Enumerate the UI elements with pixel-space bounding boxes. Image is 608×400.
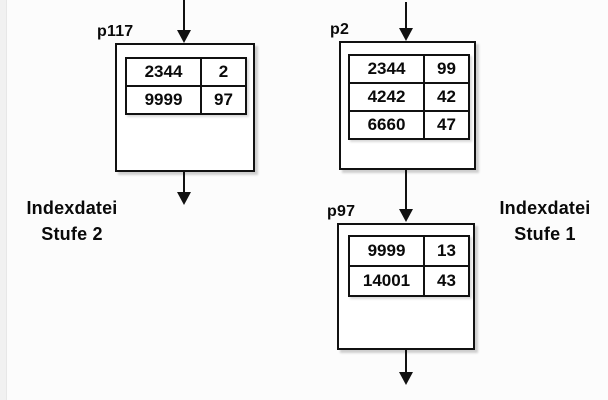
table-row: 2344 2 <box>125 57 247 87</box>
arrow-into-p117-icon <box>177 0 191 43</box>
table-cell-key: 2344 <box>125 57 202 87</box>
arrow-head <box>177 30 191 43</box>
table-cell-key: 9999 <box>348 235 425 267</box>
index-table-p117: 2344 2 9999 97 <box>125 57 247 115</box>
arrow-into-p2-icon <box>399 2 413 41</box>
arrow-head <box>177 192 191 205</box>
caption-indexdatei-stufe-1: Indexdatei Stufe 1 <box>486 195 604 247</box>
table-cell-key: 9999 <box>125 85 202 115</box>
caption-line-1: Indexdatei <box>26 198 118 218</box>
table-row: 9999 97 <box>125 85 247 115</box>
arrow-head <box>399 372 413 385</box>
arrow-head <box>399 28 413 41</box>
index-table-p97: 9999 13 14001 43 <box>348 235 470 297</box>
table-cell-key: 4242 <box>348 82 425 112</box>
table-cell-pointer: 99 <box>423 54 470 84</box>
table-cell-pointer: 47 <box>423 110 470 140</box>
node-label-p2: p2 <box>330 21 350 38</box>
page-edge-strip <box>0 0 7 400</box>
arrow-head <box>399 209 413 222</box>
table-row: 14001 43 <box>348 265 470 297</box>
table-row: 4242 42 <box>348 82 470 112</box>
table-row: 9999 13 <box>348 235 470 267</box>
arrow-shaft <box>183 0 185 34</box>
caption-indexdatei-stufe-2: Indexdatei Stufe 2 <box>8 195 136 247</box>
table-cell-pointer: 2 <box>200 57 247 87</box>
node-box-p2: 2344 99 4242 42 6660 47 <box>339 41 476 170</box>
table-cell-pointer: 43 <box>423 265 470 297</box>
table-cell-key: 6660 <box>348 110 425 140</box>
table-cell-pointer: 97 <box>200 85 247 115</box>
arrow-out-of-p97-icon <box>399 348 413 385</box>
index-table-p2: 2344 99 4242 42 6660 47 <box>348 54 470 140</box>
caption-line-2: Stufe 2 <box>41 224 103 244</box>
table-row: 6660 47 <box>348 110 470 140</box>
table-cell-pointer: 13 <box>423 235 470 267</box>
table-row: 2344 99 <box>348 54 470 84</box>
node-label-p97: p97 <box>327 203 356 220</box>
table-cell-pointer: 42 <box>423 82 470 112</box>
arrow-out-of-p117-icon <box>177 172 191 205</box>
table-cell-key: 2344 <box>348 54 425 84</box>
arrow-shaft <box>405 348 407 376</box>
arrow-shaft <box>405 2 407 32</box>
node-box-p117: 2344 2 9999 97 <box>115 43 255 172</box>
arrow-shaft <box>183 172 185 196</box>
table-cell-key: 14001 <box>348 265 425 297</box>
arrow-p2-to-p97-icon <box>399 168 413 222</box>
caption-line-2: Stufe 1 <box>514 224 576 244</box>
node-label-p117: p117 <box>97 23 134 40</box>
node-box-p97: 9999 13 14001 43 <box>337 223 475 350</box>
caption-line-1: Indexdatei <box>499 198 591 218</box>
arrow-shaft <box>405 168 407 213</box>
